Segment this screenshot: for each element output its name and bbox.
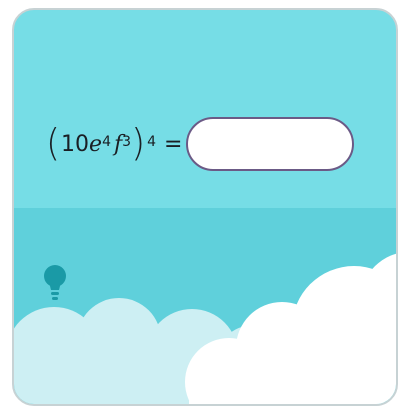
- outer-exponent: 4: [147, 134, 157, 150]
- equals-sign: =: [164, 131, 183, 157]
- lightbulb-icon[interactable]: [42, 264, 68, 304]
- answer-input[interactable]: [186, 117, 355, 171]
- variable-e: e: [89, 131, 103, 157]
- open-paren: (: [46, 121, 61, 165]
- clouds-illustration: [14, 253, 396, 404]
- coefficient: 10: [61, 131, 90, 157]
- close-paren: ): [131, 121, 146, 165]
- front-cloud: [185, 253, 396, 404]
- variable-f: f: [114, 131, 123, 157]
